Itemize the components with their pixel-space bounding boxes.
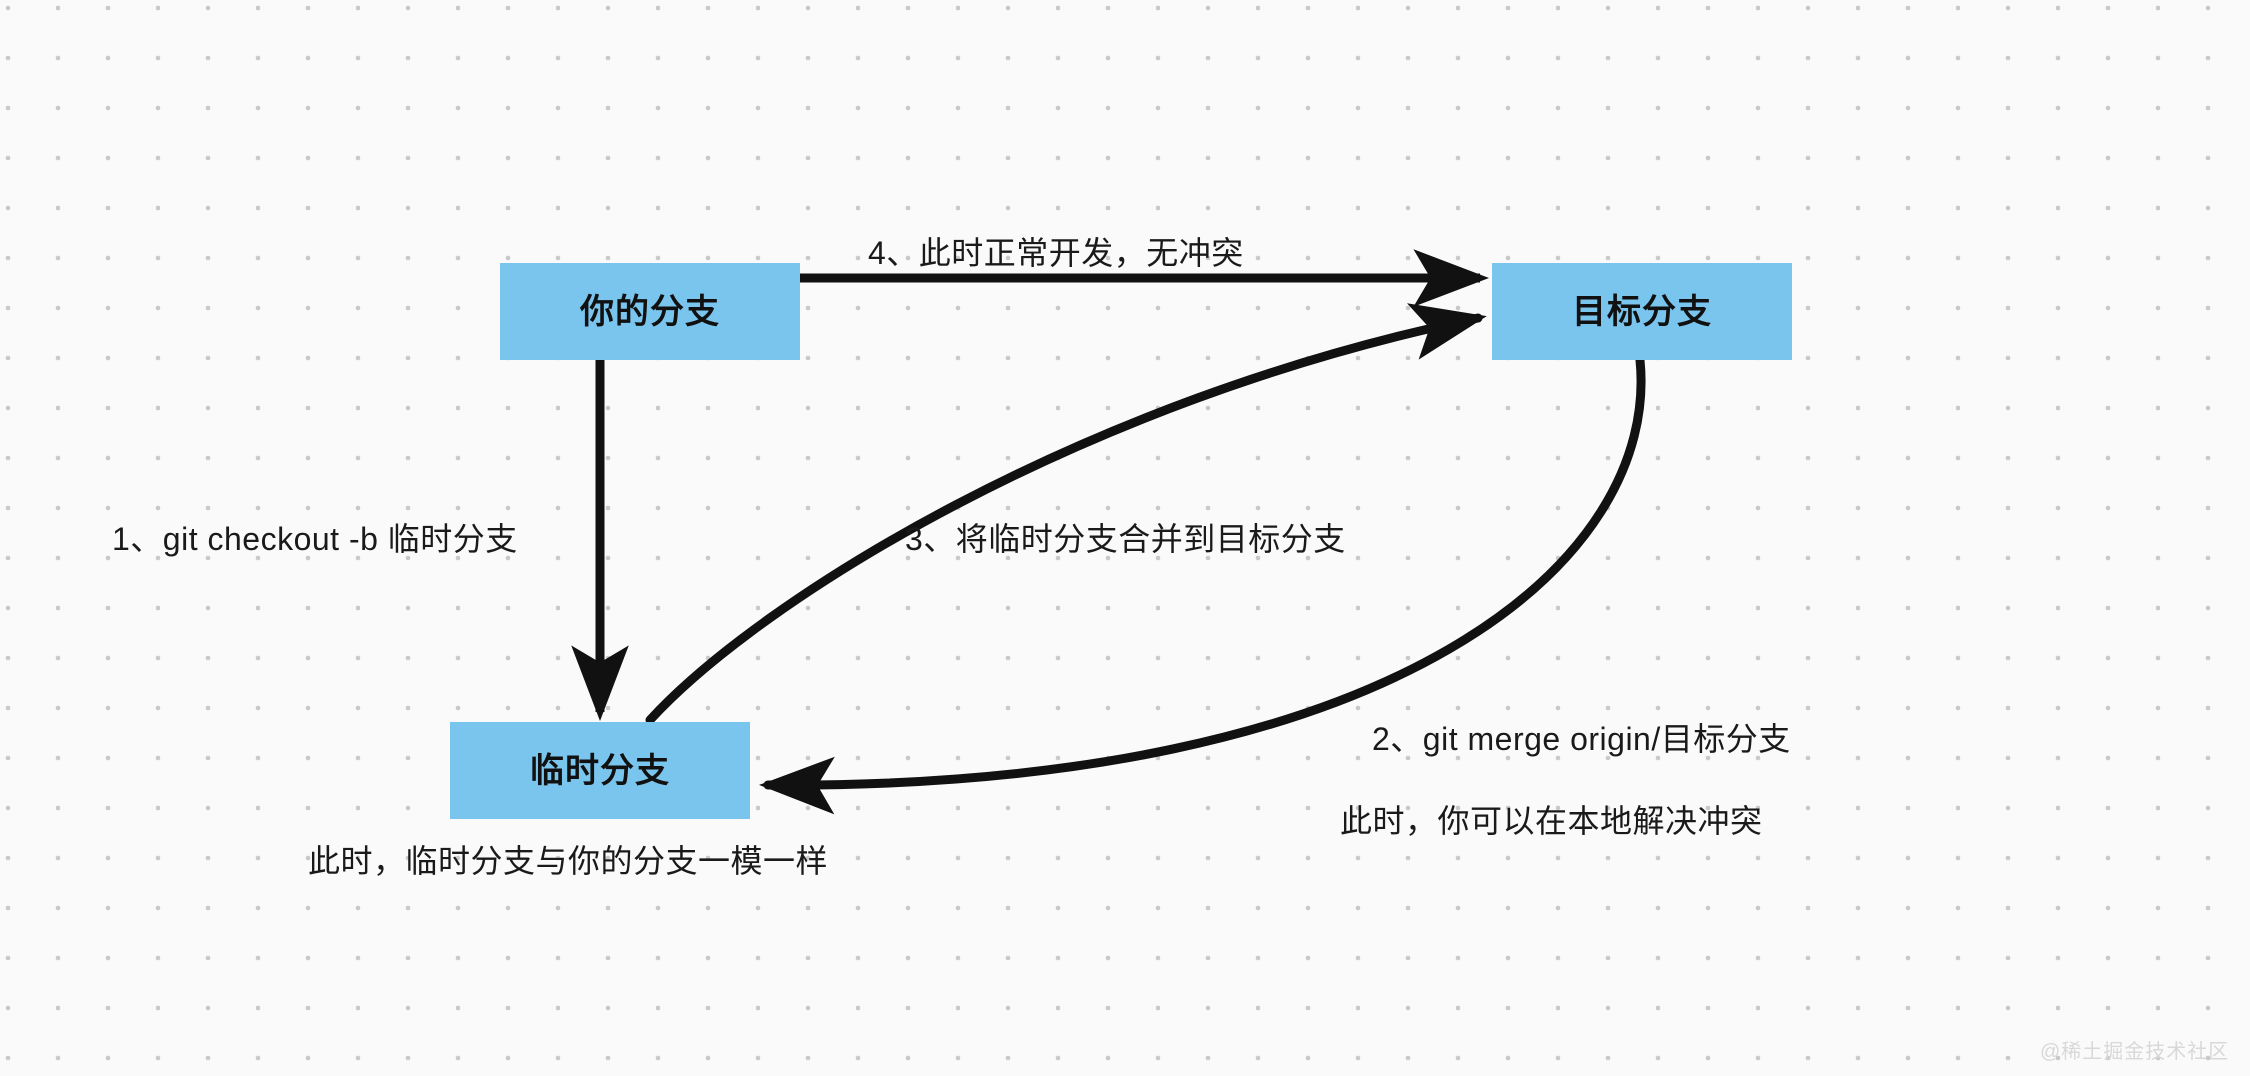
watermark: @稀土掘金技术社区	[2040, 1041, 2230, 1063]
edge-label-2: 2、git merge origin/目标分支	[1372, 721, 1791, 757]
node-target-branch[interactable]: 目标分支	[1492, 263, 1792, 360]
node-your-branch[interactable]: 你的分支	[500, 263, 800, 360]
edge-label-1: 1、git checkout -b 临时分支	[112, 521, 518, 557]
edge-label-2-sub: 此时，你可以在本地解决冲突	[1340, 803, 1763, 839]
edge-label-3: 3、将临时分支合并到目标分支	[905, 521, 1346, 557]
node-temp-branch[interactable]: 临时分支	[450, 722, 750, 819]
node-your-branch-label: 你的分支	[580, 292, 720, 331]
note-temp-same-as-your: 此时，临时分支与你的分支一模一样	[308, 843, 829, 879]
node-temp-branch-label: 临时分支	[530, 751, 670, 790]
edge-label-4: 4、此时正常开发，无冲突	[868, 235, 1244, 271]
node-target-branch-label: 目标分支	[1572, 292, 1712, 331]
